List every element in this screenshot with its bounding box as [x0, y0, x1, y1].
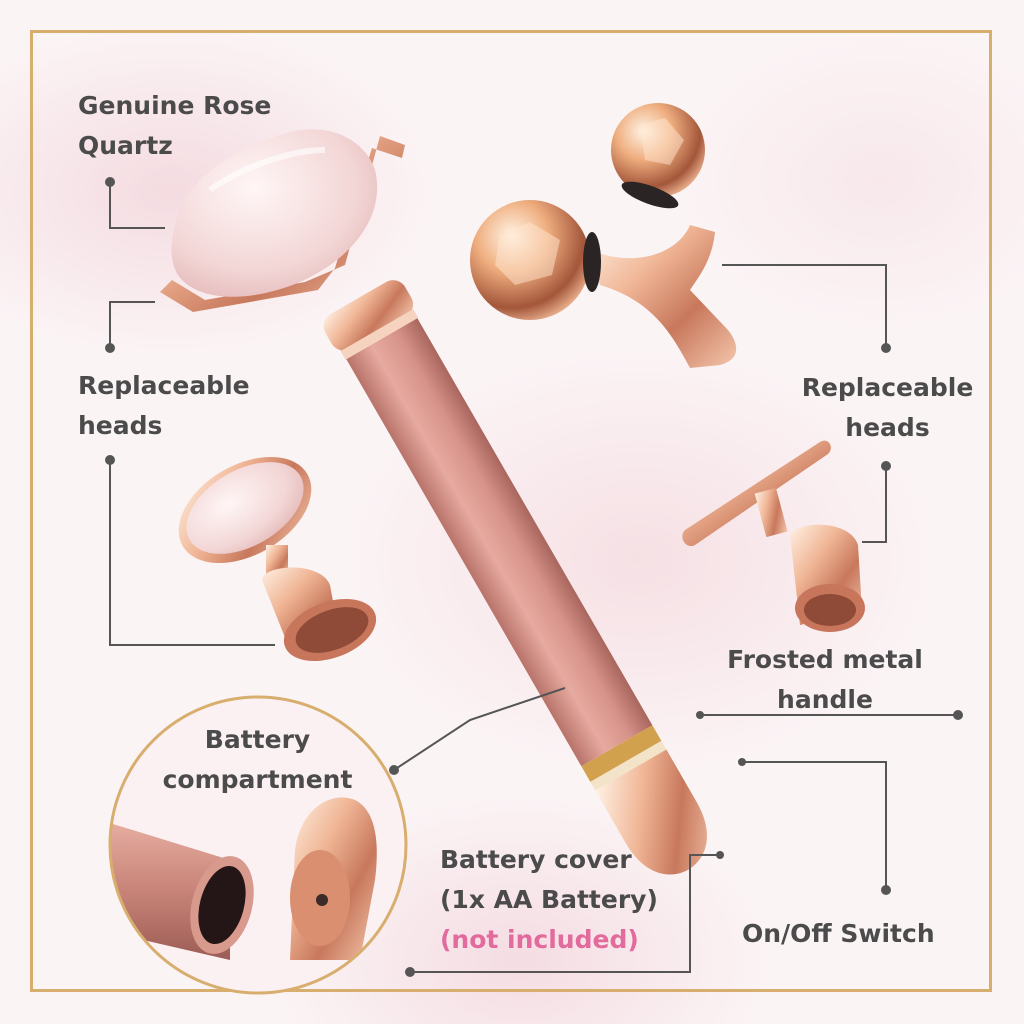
- t-bar-head: [682, 440, 865, 632]
- leader-dots: [105, 177, 963, 977]
- leader-lines: [109, 182, 958, 973]
- rose-quartz-roller: [171, 129, 378, 297]
- gold-frame: [30, 30, 992, 992]
- battery-compartment-inset: [108, 695, 408, 995]
- label-frosted-metal-handle: Frosted metal handle: [727, 645, 923, 714]
- label-not-included: (not included): [440, 925, 639, 954]
- label-genuine-rose-quartz: Genuine Rose Quartz: [78, 91, 272, 160]
- label-on-off-switch: On/Off Switch: [742, 919, 935, 948]
- label-replaceable-heads-left: Replaceable heads: [78, 371, 250, 440]
- label-replaceable-heads-right: Replaceable heads: [801, 373, 974, 442]
- label-battery-cover: Battery cover (1x AA Battery) (not inclu…: [440, 840, 658, 960]
- quartz-face-head: [178, 456, 377, 662]
- y-shaped-roller-head: [470, 103, 737, 368]
- label-battery-compartment: Battery compartment: [162, 725, 353, 794]
- frosted-metal-handle: [323, 280, 707, 875]
